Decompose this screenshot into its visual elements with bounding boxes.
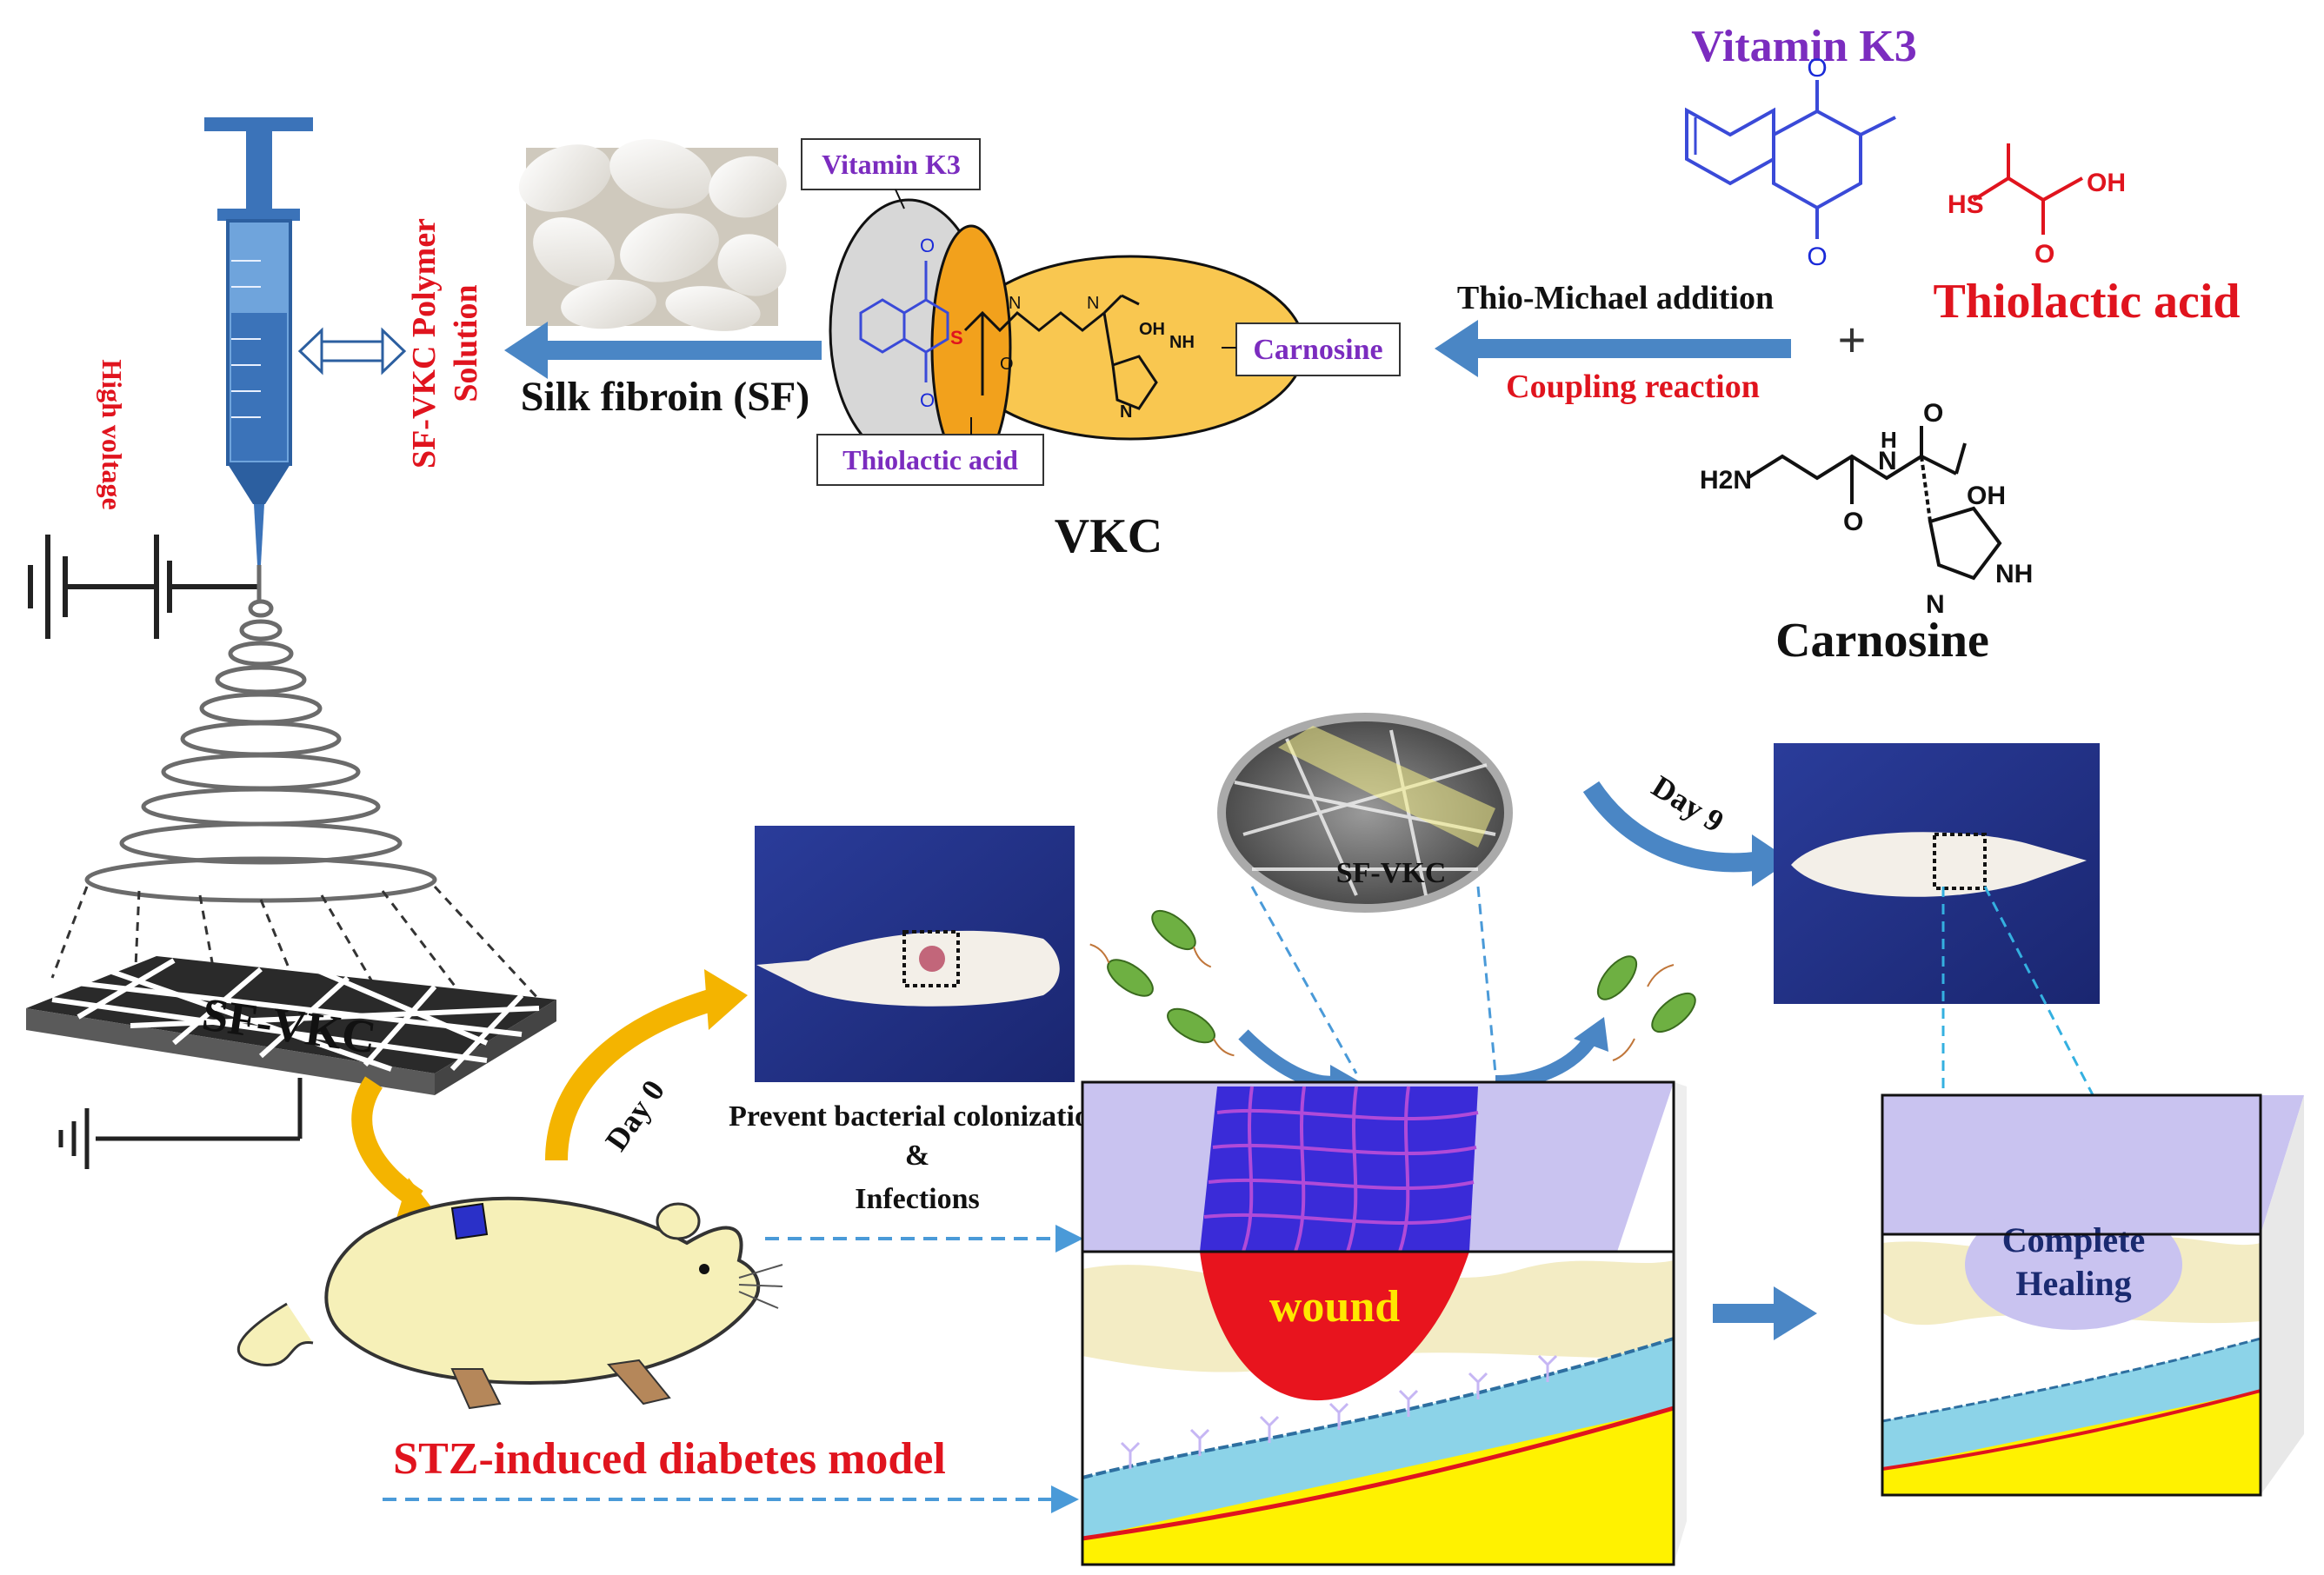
complete-healing-line2: Healing [2015,1264,2131,1303]
complete-healing-line1: Complete [2002,1220,2145,1259]
box-thiolactic-acid: Thiolactic acid [842,444,1018,475]
vitamin-k3-title: Vitamin K3 [1691,22,1917,71]
svg-text:O: O [2034,240,2054,269]
sf-vkc-mat: SF-VKC [26,956,556,1095]
polymer-solution-label: SF-VKC Polymer Solution [406,218,484,469]
vkc-to-sf-arrow [504,322,822,379]
svg-text:OH: OH [1967,482,2006,510]
vkc-label: VKC [1055,509,1162,563]
svg-text:Infections: Infections [855,1183,980,1215]
silk-fibroin-photo [518,139,787,331]
svg-text:Prevent bacterial colonization: Prevent bacterial colonization [729,1100,1106,1133]
high-voltage-source [28,535,259,639]
svg-text:O: O [1923,399,1943,428]
bacteria-left [1089,909,1235,1057]
coupling-reaction-label: Coupling reaction [1506,369,1760,405]
zoom-callout-left [1250,886,1358,1074]
high-voltage-label: High voltage [97,359,128,509]
day0-mouse-photo [755,826,1075,1082]
syringe [204,117,313,565]
svg-text:O: O [1000,355,1014,374]
vkc-molecule: O O S O N N OH NH N Vitamin K3 Thiolacti… [801,138,1401,563]
electrospinning-jet [84,565,437,903]
svg-text:N: N [1120,402,1132,422]
day9-label: Day 9 [1646,768,1730,839]
svg-text:O: O [920,235,935,256]
bacteria-out-arrow [1495,1034,1597,1089]
carnosine-title: Carnosine [1775,614,1989,668]
zoom-callout-right [1476,886,1497,1074]
mouse-cartoon [236,1196,783,1410]
thiolactic-acid-title: Thiolactic acid [1933,275,2240,329]
day9-arrow [1582,781,1762,873]
zoom-label: SF-VKC [1336,857,1447,889]
day9-mouse-photo [1774,743,2100,1004]
box-vitamin-k3: Vitamin K3 [822,149,961,180]
svg-text:O: O [1807,54,1827,83]
heal-arrow-head [1774,1286,1817,1340]
sf-vkc-zoom: SF-VKC [1217,713,1513,913]
svg-text:Solution: Solution [448,284,484,402]
svg-text:S: S [950,327,963,349]
svg-text:&: & [905,1140,929,1172]
svg-text:NH: NH [1995,560,2033,588]
svg-text:HS: HS [1948,190,1984,219]
svg-text:NH: NH [1169,333,1195,352]
thio-michael-label: Thio-Michael addition [1457,280,1774,316]
healed-callout-right [1983,886,2167,1235]
svg-text:OH: OH [1139,320,1165,339]
wound-label: wound [1269,1282,1400,1332]
heal-arrow-shaft [1713,1304,1774,1323]
svg-text:N: N [1926,590,1945,619]
apply-mat-arrow [351,1076,423,1208]
svg-text:O: O [920,389,935,411]
svg-text:H2N: H2N [1700,466,1752,495]
svg-text:N: N [1878,447,1897,475]
wound-skin-block: wound [1081,1080,1687,1566]
svg-text:O: O [1807,243,1827,271]
stz-model-label: STZ-induced diabetes model [393,1434,946,1484]
day0-label: Day 0 [598,1073,671,1157]
box-carnosine: Carnosine [1253,334,1382,366]
vitamin-k3-structure: Vitamin K3 O O [1685,22,1917,271]
coupling-reaction-arrow: Thio-Michael addition Coupling reaction [1435,280,1791,405]
bacteria-in-arrow [1238,1029,1341,1090]
svg-text:O: O [1843,508,1863,536]
svg-text:SF-VKC Polymer: SF-VKC Polymer [406,218,443,469]
svg-text:H: H [1881,427,1897,453]
healed-skin-block: Complete Healing [1881,1093,2304,1497]
carnosine-structure: H2N N H O O OH NH N Carnosine [1700,399,2033,668]
syringe-double-arrow [297,327,407,375]
prevent-label: Prevent bacterial colonization & Infecti… [729,1100,1106,1215]
bacteria-right [1596,955,1696,1061]
silk-fibroin-label: Silk fibroin (SF) [521,374,810,420]
day0-arrow [545,988,716,1161]
svg-text:N: N [1087,294,1099,313]
svg-text:OH: OH [2087,169,2126,197]
plus-sign: + [1838,312,1867,367]
mat-ground [58,1078,303,1169]
svg-text:N: N [1009,294,1021,313]
thiolactic-acid-structure: HS OH O Thiolactic acid [1933,143,2241,329]
